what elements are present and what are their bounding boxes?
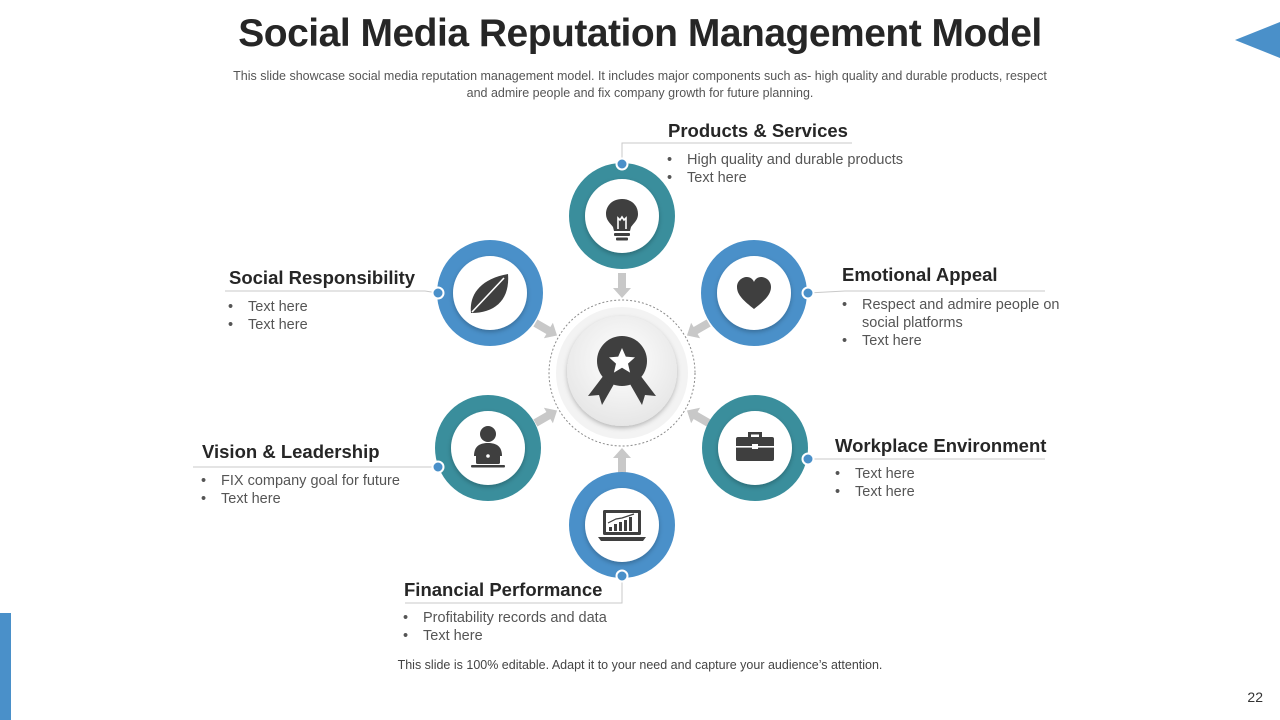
bullet-item: Respect and admire people on social plat… xyxy=(842,296,1082,332)
node-workplace xyxy=(702,395,808,501)
bullets-emotional: Respect and admire people on social plat… xyxy=(842,296,1082,350)
heading-vision: Vision & Leadership xyxy=(202,441,380,462)
center-hub xyxy=(548,299,696,447)
bullet-item: FIX company goal for future xyxy=(201,472,441,490)
bullets-vision: FIX company goal for future Text here xyxy=(201,472,441,508)
arrow-social xyxy=(533,319,558,339)
left-accent-bar xyxy=(0,613,11,720)
bullet-item: Text here xyxy=(667,169,967,187)
award-ribbon-star-icon xyxy=(588,336,656,405)
arrow-emotional xyxy=(686,319,711,339)
connector-dots xyxy=(431,157,815,583)
lightbulb-icon xyxy=(606,199,638,241)
arrow-financial xyxy=(613,448,631,473)
slide-footer-note: This slide is 100% editable. Adapt it to… xyxy=(397,658,883,672)
leaf-icon xyxy=(470,274,509,313)
bullet-item: Text here xyxy=(835,465,1075,483)
bullet-item: Text here xyxy=(228,298,428,316)
node-emotional xyxy=(701,240,807,346)
arrow-workplace xyxy=(686,407,711,427)
node-vision xyxy=(435,395,541,501)
heading-products: Products & Services xyxy=(668,120,848,141)
corner-triangle-decoration xyxy=(1235,22,1280,58)
bullets-social: Text here Text here xyxy=(228,298,428,334)
heading-workplace: Workplace Environment xyxy=(835,435,1047,456)
bullet-item: Text here xyxy=(201,490,441,508)
bullets-workplace: Text here Text here xyxy=(835,465,1075,501)
node-products xyxy=(569,163,675,269)
arrow-products xyxy=(613,273,631,298)
heading-financial: Financial Performance xyxy=(404,579,603,600)
bullet-item: High quality and durable products xyxy=(667,151,967,169)
node-financial xyxy=(569,472,675,578)
page-number: 22 xyxy=(1247,689,1263,705)
growth-chart-laptop-icon xyxy=(598,510,646,541)
heading-social: Social Responsibility xyxy=(229,267,416,288)
bullet-item: Text here xyxy=(842,332,1082,350)
bullet-item: Profitability records and data xyxy=(403,609,683,627)
bullet-item: Text here xyxy=(228,316,428,334)
bullets-products: High quality and durable products Text h… xyxy=(667,151,967,187)
bullet-item: Text here xyxy=(403,627,683,645)
slide-subtitle: This slide showcase social media reputat… xyxy=(233,69,1047,100)
bullets-financial: Profitability records and data Text here xyxy=(403,609,683,645)
arrow-vision xyxy=(533,407,558,427)
arrows xyxy=(533,273,711,473)
heading-emotional: Emotional Appeal xyxy=(842,264,998,285)
bullet-item: Text here xyxy=(835,483,1075,501)
briefcase-icon xyxy=(736,432,774,461)
person-laptop-icon xyxy=(471,426,505,468)
slide-title: Social Media Reputation Management Model xyxy=(238,12,1042,55)
heart-icon xyxy=(737,277,771,309)
node-social xyxy=(437,240,543,346)
